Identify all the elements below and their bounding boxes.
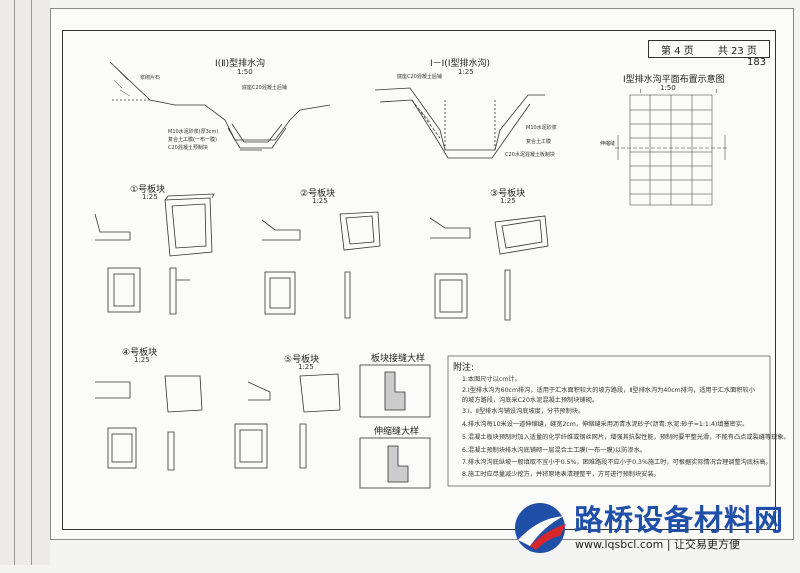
page-total: 共 23 页	[717, 45, 757, 57]
note-line: 6.混凝土预制块排水沟底铺砌一层混合土工膜(一布一膜)以防渗水。	[462, 447, 646, 454]
label-geo2: 复合土工膜	[526, 139, 552, 145]
title-block-5: ⑤号板块	[284, 355, 320, 365]
scale-b5: 1:25	[298, 363, 314, 371]
note-line: 1.本图尺寸以cm计。	[462, 376, 521, 383]
page-number-box: 第 4 页 共 23 页	[648, 40, 770, 58]
page-label: 第 4 页	[661, 45, 694, 57]
label-c20a: 底座C20混凝土后铺	[242, 85, 287, 91]
block-1-drawing	[94, 193, 215, 315]
plan-layout-grid	[615, 94, 727, 206]
scale-b1: 1:25	[142, 193, 158, 201]
grid-label: I	[716, 89, 717, 95]
label-geo: 复合土工膜(一布一膜)	[168, 137, 217, 143]
watermark-banner	[500, 488, 800, 565]
book-spine	[0, 0, 50, 565]
note-line: 8.施工时应尽量减少挖方，并将原地表清理整平，方可进行预制块安装。	[462, 471, 660, 478]
note-line: 7.排水沟沟底纵坡一般填取不宜小于0.5%，困难路段不应小于0.3%施工时，可根…	[462, 459, 772, 466]
spine-line	[14, 0, 15, 565]
title-plan-layout: Ⅰ型排水沟平面布置示意图	[623, 75, 725, 85]
label-joint: 伸缩缝	[600, 141, 616, 147]
scale-t1: 1:50	[237, 68, 253, 76]
notes-heading: 附注:	[453, 363, 475, 373]
title-expansion-detail: 伸缩缝大样	[374, 427, 420, 437]
title-section-1: Ⅰ－Ⅰ(Ⅰ型排水沟)	[430, 59, 490, 69]
title-joint-detail: 板块接缝大样	[371, 354, 426, 364]
title-block-3: ③号板块	[490, 189, 526, 199]
block-3-drawing	[429, 215, 549, 321]
label-rock: 浆砌片石	[140, 75, 161, 81]
label-m10b: M10水泥砂浆	[526, 125, 557, 131]
title-block-4: ④号板块	[122, 348, 158, 358]
label-c20c: 底座C20混凝土后铺	[397, 74, 442, 80]
label-c20b: C20混凝土预制块	[168, 145, 208, 151]
block-2-drawing	[261, 211, 381, 319]
grid-label: I	[640, 89, 641, 95]
ditch-section-drawing	[109, 61, 331, 151]
notes-box	[447, 355, 771, 487]
brand-name: 路桥设备材料网	[574, 503, 785, 537]
page-number: 183	[747, 57, 767, 68]
block-4-drawing	[95, 375, 203, 471]
brand-url[interactable]: www.lqsbcl.com | 让交易更方便	[575, 538, 741, 551]
logo-icon	[515, 503, 566, 553]
label-c20d: C20水泥混凝土板制块	[505, 152, 555, 158]
note-line: 3.Ⅰ、Ⅱ型排水沟铺设沟底坡度，分节预制块。	[462, 408, 585, 415]
note-line: 5.混凝土板块预制时加入适量的化学纤维或钢丝网片，增强其抗裂性能，预制时要平整光…	[462, 434, 790, 441]
scale-t3: 1:50	[660, 84, 676, 92]
title-block-1: ①号板块	[130, 185, 166, 195]
note-line: 的坡方路段，沟底采C20水泥混凝土预制块铺砌。	[462, 397, 598, 404]
scale-b4: 1:25	[134, 356, 150, 364]
scale-b2: 1:25	[312, 197, 328, 205]
note-line: 2.Ⅰ型排水沟为60cm排沟，适用于汇水面积较大的坡方路段，Ⅱ型排水沟为40cm…	[462, 387, 755, 394]
title-drainage-ditch: Ⅰ(Ⅱ)型排水沟	[215, 59, 266, 69]
title-block-2: ②号板块	[300, 189, 336, 199]
joint-detail-drawing	[359, 364, 431, 489]
block-5-drawing	[234, 373, 341, 469]
note-line: 4.排水沟每10米设一道伸缩缝，缝宽2cm，伸缩缝采用沥青水泥砂子(沥青:水泥:…	[462, 421, 749, 428]
spine-line	[31, 0, 32, 565]
section-1-drawing	[374, 87, 545, 159]
scale-b3: 1:25	[500, 197, 516, 205]
scale-t2: 1:25	[458, 68, 474, 76]
drawing-frame	[62, 30, 776, 530]
label-m10: M10水泥砂浆(厚3cm)	[168, 129, 219, 135]
